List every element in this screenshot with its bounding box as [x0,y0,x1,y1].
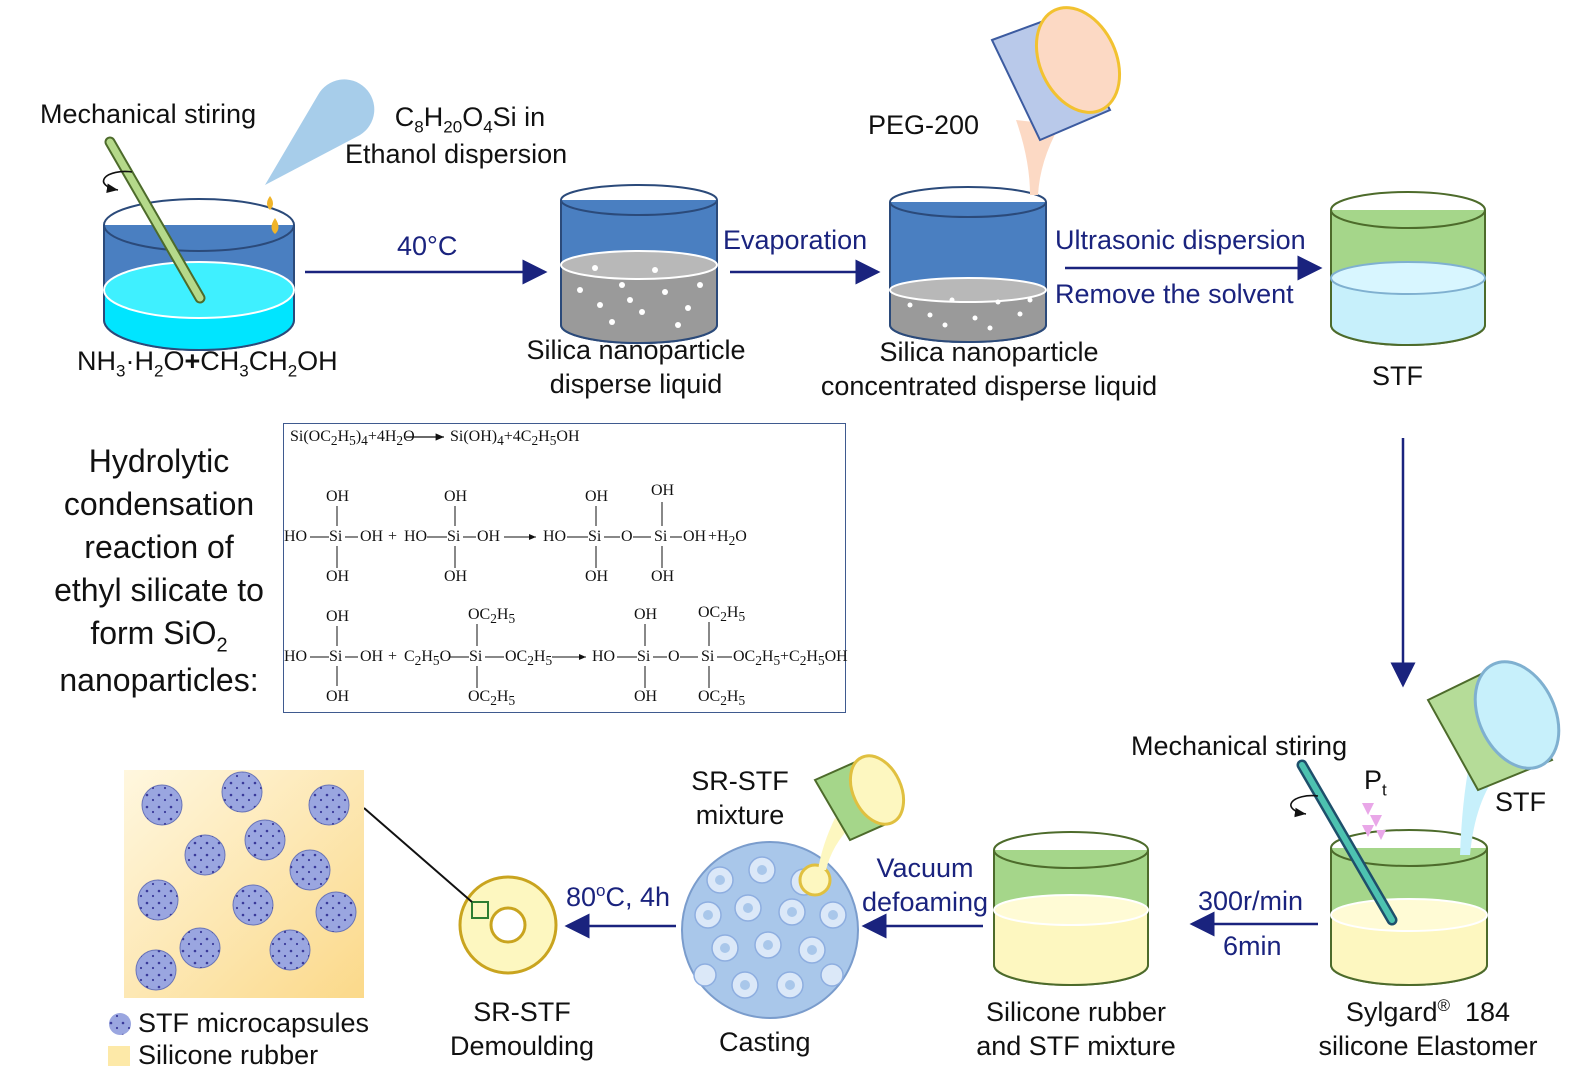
sylgard-label: Sylgard® 184 silicone Elastomer [1318,996,1538,1061]
eq3-ethanol: +C2H5OH [780,648,848,669]
legend-rubber-swatch [108,1046,130,1066]
eq3-ho: HO [592,648,616,665]
beaker-concentrated [889,186,1047,343]
stirring-label-2: Mechanical stiring [1131,731,1348,761]
eq3-oc2h5: OC2H5 [698,604,746,625]
temp1-label: 40°C [397,231,458,261]
evaporation-label: Evaporation [723,225,868,255]
eq3-ho: HO [284,648,308,665]
eq2-oh: OH [585,488,609,505]
stf-pouring-cup-icon [1426,660,1561,855]
teos-label: C8H20O4Si in Ethanol dispersion [345,102,568,169]
eq2-oh: OH [651,568,675,585]
stf-label: STF [1372,361,1423,391]
eq2-oh: OH [477,528,501,545]
eq2-o: O [621,528,633,545]
eq2-oh: OH [651,482,675,499]
eq1: Si(OC2H5)4+4H2O [290,428,415,449]
eq3-plus: + [388,648,398,665]
speed-label: 300r/min [1198,886,1304,916]
eq2-si: Si [329,528,343,545]
eq3-oh: OH [634,688,658,705]
eq1-product: Si(OH)4+4C2H5OH [450,428,580,449]
stirring-rod-2 [1290,759,1398,926]
stirring-label: Mechanical stiring [40,99,257,129]
microstructure-zoom [124,770,364,998]
eq2-oh: OH [683,528,707,545]
eq3-si: Si [469,648,483,665]
eq2-oh: OH [444,488,468,505]
eq2-ho: HO [284,528,308,545]
eq3-oc2h5: OC2H5 [468,606,516,627]
eq3-c2h5o: C2H5O [404,648,452,669]
zoom-line [363,807,473,903]
eq3-si: Si [701,648,715,665]
cure-label: 80oC, 4h [566,881,671,912]
catalyst-drops-icon [1362,803,1386,840]
eq3-o: O [668,648,680,665]
reagents-label: NH3·H2O+CH3CH2OH [77,346,338,381]
dropper-icon [265,79,375,234]
eq3-oh: OH [360,648,384,665]
beaker-silica-dispersion [560,184,718,344]
eq3-oc2h5: OC2H5 [733,648,781,669]
eq3-oc2h5: OC2H5 [505,648,553,669]
eq3-oh: OH [634,606,658,623]
mixture-pouring-cup-icon [813,754,906,870]
eq2-plus: + [388,528,398,545]
reaction-title: Hydrolytic condensation reaction of ethy… [54,443,264,698]
eq2-si: Si [654,528,668,545]
beaker-reagents [103,198,295,351]
remove-solvent-label: Remove the solvent [1055,279,1294,309]
equation-bonds [310,433,732,688]
beaker-stf [1330,191,1486,346]
eq2-ho: HO [404,528,428,545]
srstf-ring [458,875,558,975]
eq2-oh: OH [360,528,384,545]
eq3-oh: OH [326,608,350,625]
eq3-oc2h5: OC2H5 [698,688,746,709]
casting-label: Casting [719,1027,811,1057]
legend-microcapsules: STF microcapsules [138,1008,370,1038]
eq3-oh: OH [326,688,350,705]
eq2-oh: OH [326,568,350,585]
eq2-oh: OH [444,568,468,585]
eq2-oh: OH [585,568,609,585]
casting-disc [681,841,859,1019]
pt-label: Pt [1364,765,1387,800]
legend-rubber: Silicone rubber [138,1040,319,1070]
eq2-si: Si [447,528,461,545]
time-label: 6min [1223,931,1282,961]
peg-label: PEG-200 [868,110,980,140]
eq3-si: Si [329,648,343,665]
eq2-oh: OH [326,488,350,505]
beaker-mixture [993,831,1149,986]
reaction-equations-box: Si(OC2H5)4+4H2O Si(OH)4+4C2H5OH OH HO Si… [283,423,848,713]
stirring-rod [102,136,206,304]
eq2-water: +H2O [708,528,747,549]
eq3-oc2h5: OC2H5 [468,688,516,709]
legend-microcapsule-swatch [109,1013,131,1035]
eq2-ho: HO [543,528,567,545]
stf-pour-label: STF [1495,787,1546,817]
eq3-si: Si [637,648,651,665]
peg-pouring-cup-icon [990,6,1122,195]
eq2-si: Si [588,528,602,545]
ultrasonic-label: Ultrasonic dispersion [1055,225,1306,255]
